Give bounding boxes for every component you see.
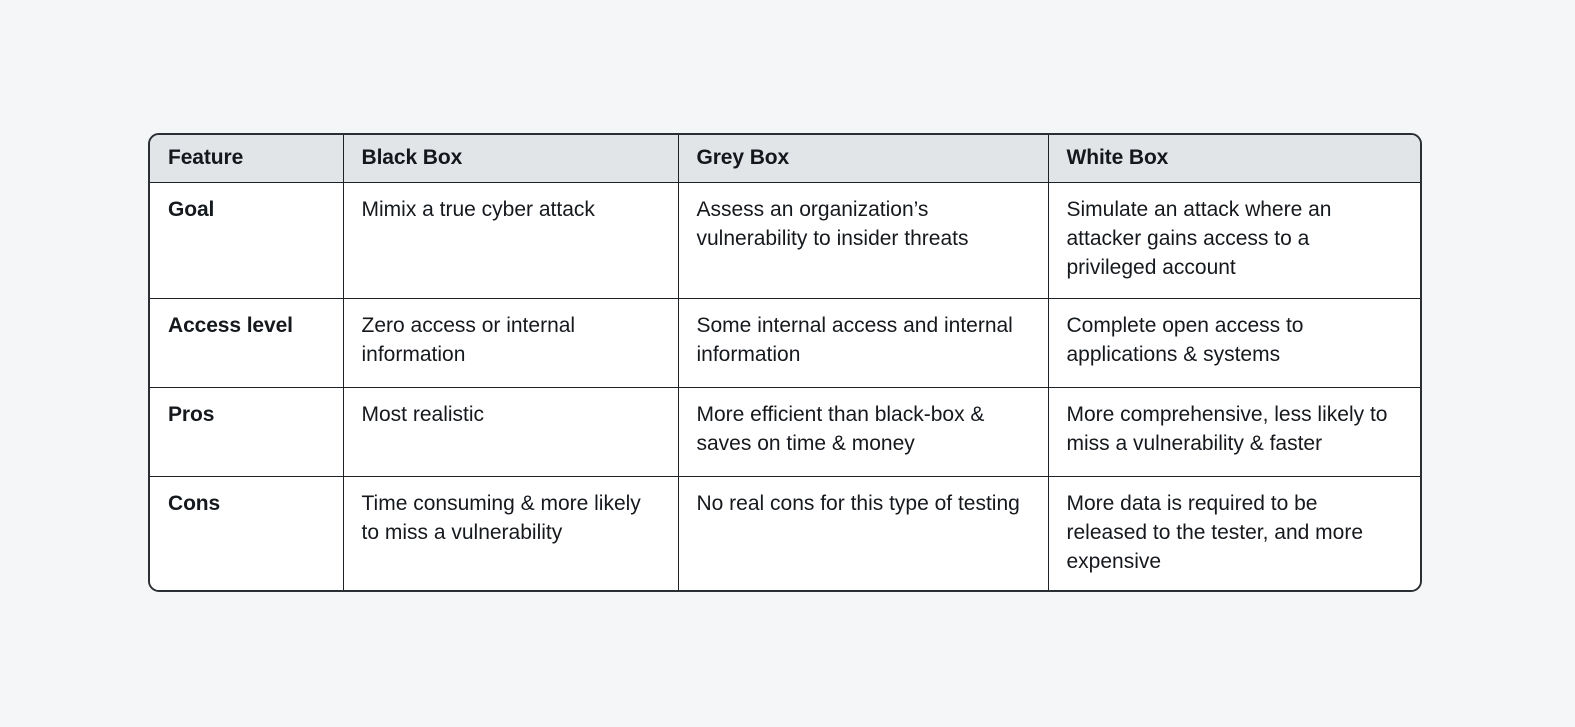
- cell-text: More data is required to be released to …: [1066, 491, 1364, 573]
- cell-text: Time consuming & more likely to miss a v…: [361, 491, 641, 544]
- column-header-feature: Feature: [150, 135, 344, 183]
- cell-text: Some internal access and internal inform…: [696, 313, 1013, 366]
- cell-grey-box-pros: More efficient than black-box & saves on…: [678, 387, 1049, 477]
- cell-grey-box-access-level: Some internal access and internal inform…: [678, 298, 1049, 388]
- cell-black-box-cons: Time consuming & more likely to miss a v…: [343, 476, 679, 590]
- comparison-table-grid: Feature Black Box Grey Box White Box Goa…: [150, 135, 1420, 590]
- column-header-white-box: White Box: [1048, 135, 1420, 183]
- cell-white-box-access-level: Complete open access to applications & s…: [1048, 298, 1420, 388]
- cell-feature-cons: Cons: [150, 476, 344, 590]
- table-row: Goal Mimix a true cyber attack Assess an…: [150, 182, 1420, 299]
- table-row: Cons Time consuming & more likely to mis…: [150, 476, 1420, 590]
- cell-text: Assess an organization’s vulnerability t…: [696, 197, 969, 250]
- cell-feature-pros: Pros: [150, 387, 344, 477]
- cell-grey-box-cons: No real cons for this type of testing: [678, 476, 1049, 590]
- cell-text: Complete open access to applications & s…: [1066, 313, 1304, 366]
- cell-grey-box-goal: Assess an organization’s vulnerability t…: [678, 182, 1049, 299]
- cell-text: Mimix a true cyber attack: [361, 197, 595, 221]
- cell-text: Goal: [168, 197, 215, 221]
- cell-white-box-pros: More comprehensive, less likely to miss …: [1048, 387, 1420, 477]
- cell-feature-access-level: Access level: [150, 298, 344, 388]
- table-row: Access level Zero access or internal inf…: [150, 298, 1420, 388]
- penetration-testing-comparison-table: Feature Black Box Grey Box White Box Goa…: [148, 133, 1422, 592]
- column-header-grey-box: Grey Box: [678, 135, 1049, 183]
- cell-text: Zero access or internal information: [361, 313, 576, 366]
- cell-text: Access level: [168, 313, 293, 337]
- column-header-black-box: Black Box: [343, 135, 679, 183]
- cell-text: Pros: [168, 402, 215, 426]
- table-header: Feature Black Box Grey Box White Box: [150, 135, 1420, 183]
- cell-text: No real cons for this type of testing: [696, 491, 1020, 515]
- cell-text: More efficient than black-box & saves on…: [696, 402, 985, 455]
- cell-black-box-pros: Most realistic: [343, 387, 679, 477]
- cell-black-box-goal: Mimix a true cyber attack: [343, 182, 679, 299]
- cell-black-box-access-level: Zero access or internal information: [343, 298, 679, 388]
- cell-white-box-cons: More data is required to be released to …: [1048, 476, 1420, 590]
- cell-text: More comprehensive, less likely to miss …: [1066, 402, 1388, 455]
- cell-white-box-goal: Simulate an attack where an attacker gai…: [1048, 182, 1420, 299]
- cell-text: Cons: [168, 491, 221, 515]
- cell-text: Most realistic: [361, 402, 485, 426]
- table-header-row: Feature Black Box Grey Box White Box: [150, 135, 1420, 183]
- cell-feature-goal: Goal: [150, 182, 344, 299]
- table-row: Pros Most realistic More efficient than …: [150, 387, 1420, 477]
- table-body: Goal Mimix a true cyber attack Assess an…: [150, 182, 1420, 590]
- cell-text: Simulate an attack where an attacker gai…: [1066, 197, 1332, 279]
